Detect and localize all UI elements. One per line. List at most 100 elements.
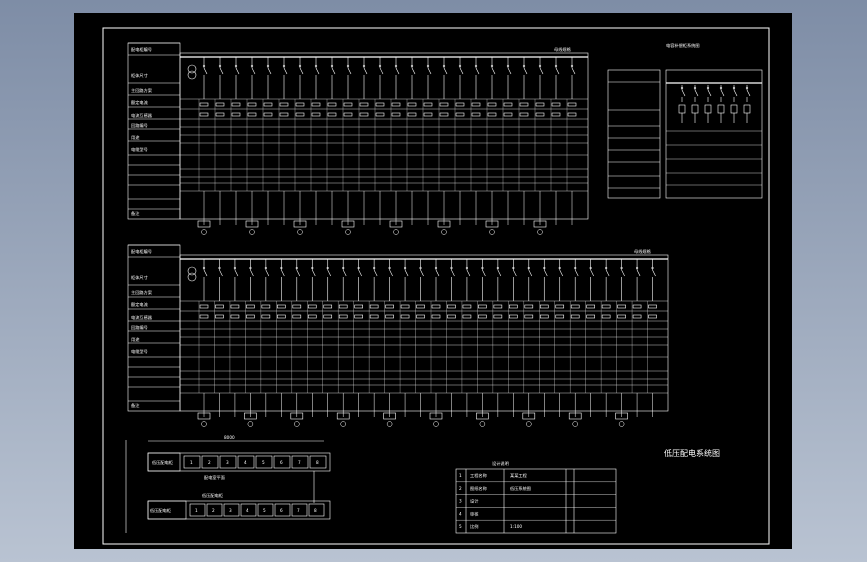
sheet-border: [102, 27, 770, 545]
terminal-box: [290, 412, 304, 420]
feeder-breaker-ct: [450, 266, 453, 270]
rating-mark: [400, 314, 410, 319]
plan-cabinet-number: 5: [263, 508, 266, 513]
plan-row1-label-cell: [147, 452, 181, 472]
feeder-breaker-contact: [543, 269, 548, 277]
rating-mark: [632, 314, 642, 319]
feeder-breaker-ct: [538, 64, 542, 68]
rating-mark: [551, 112, 561, 117]
rating-mark: [230, 304, 240, 309]
feeder-breaker-ct: [388, 266, 391, 270]
motor-symbol: [340, 421, 346, 427]
feeder-breaker-contact: [267, 67, 272, 75]
plan-cabinet-number: 3: [226, 460, 229, 465]
rating-mark: [327, 102, 337, 107]
rating-mark: [359, 102, 369, 107]
rating-mark: [311, 112, 321, 117]
rating-mark: [601, 314, 611, 319]
plan-row2-label: 低压配电柜: [150, 507, 171, 514]
feeder-breaker-contact: [605, 269, 610, 277]
title-row-index: 5: [459, 524, 462, 529]
header-label: 主回路方案: [131, 289, 153, 296]
feeder-breaker-contact: [411, 67, 416, 75]
rating-mark: [369, 314, 379, 319]
rating-mark: [292, 314, 302, 319]
plan-cabinet-number: 4: [244, 460, 247, 465]
terminal-box: [429, 412, 443, 420]
rating-mark: [539, 314, 549, 319]
feeder-breaker-contact: [459, 67, 464, 75]
feeder-breaker-ct: [326, 266, 329, 270]
rating-mark: [503, 102, 513, 107]
terminal-box: [533, 220, 547, 228]
rating-mark: [279, 112, 289, 117]
feeder-breaker-ct: [410, 64, 414, 68]
rating-mark: [263, 112, 273, 117]
feeder-breaker-contact: [363, 67, 368, 75]
capacitor-switch-contact: [720, 89, 725, 97]
rating-mark: [215, 314, 224, 319]
rating-mark: [648, 314, 657, 319]
plan-cabinet-number: 6: [280, 460, 283, 465]
rating-mark: [471, 112, 481, 117]
header-label: 电缆型号: [131, 146, 148, 153]
feeder-breaker-contact: [435, 269, 440, 277]
plan-cabinet-number: 4: [246, 508, 249, 513]
feeder-breaker-contact: [404, 269, 409, 277]
motor-symbol: [201, 229, 207, 235]
plan-cabinet: [308, 503, 325, 517]
rating-mark: [539, 304, 549, 309]
transformer-coil: [187, 64, 197, 74]
transformer-coil: [187, 70, 197, 80]
terminal-box: [197, 412, 211, 420]
title-row-key: 设计: [470, 498, 478, 505]
rating-mark: [327, 112, 337, 117]
plan-cabinet-number: 8: [316, 460, 319, 465]
feeder-breaker-contact: [443, 67, 448, 75]
plan-cabinet: [189, 503, 206, 517]
feeder-breaker-contact: [466, 269, 471, 277]
feeder-breaker-ct: [554, 64, 558, 68]
rating-mark: [279, 102, 289, 107]
panel-body-frame: [179, 254, 669, 412]
rating-mark: [261, 314, 271, 319]
rating-mark: [478, 304, 487, 309]
feeder-breaker-contact: [219, 269, 223, 277]
header-label: 柜体尺寸: [131, 72, 148, 79]
title-row-key: 比例: [470, 523, 478, 530]
bus-label: 母线规格: [634, 248, 652, 255]
feeder-breaker-contact: [427, 67, 432, 75]
plan-cabinet: [223, 503, 240, 517]
title-row-index: 3: [459, 499, 462, 504]
rating-mark: [231, 112, 241, 117]
feeder-breaker-ct: [403, 266, 407, 270]
feeder-breaker-contact: [507, 67, 512, 75]
feeder-breaker-ct: [314, 64, 318, 68]
header-label: 用途: [131, 336, 140, 343]
rating-mark: [375, 112, 385, 117]
feeder-breaker-ct: [266, 64, 270, 68]
rating-mark: [570, 314, 580, 319]
plan-cabinet-number: 7: [297, 508, 300, 513]
rating-mark: [338, 314, 348, 319]
rating-mark: [493, 314, 503, 319]
rating-mark: [423, 102, 433, 107]
rating-mark: [391, 112, 401, 117]
feeder-breaker-contact: [513, 269, 517, 277]
rating-mark: [551, 102, 561, 107]
rating-mark: [423, 112, 433, 117]
terminal-box: [476, 412, 489, 420]
header-label: 额定电流: [131, 99, 149, 106]
title-row-index: 4: [459, 511, 462, 516]
rating-mark: [478, 314, 487, 319]
rating-mark: [307, 304, 317, 309]
plan-cabinet: [219, 455, 237, 469]
feeder-breaker-ct: [490, 64, 494, 68]
feeder-breaker-ct: [357, 266, 360, 270]
capacitor-cell: [691, 104, 699, 114]
plan-cabinet: [257, 503, 274, 517]
feeder-breaker-ct: [426, 64, 430, 68]
feeder-breaker-contact: [574, 269, 579, 277]
